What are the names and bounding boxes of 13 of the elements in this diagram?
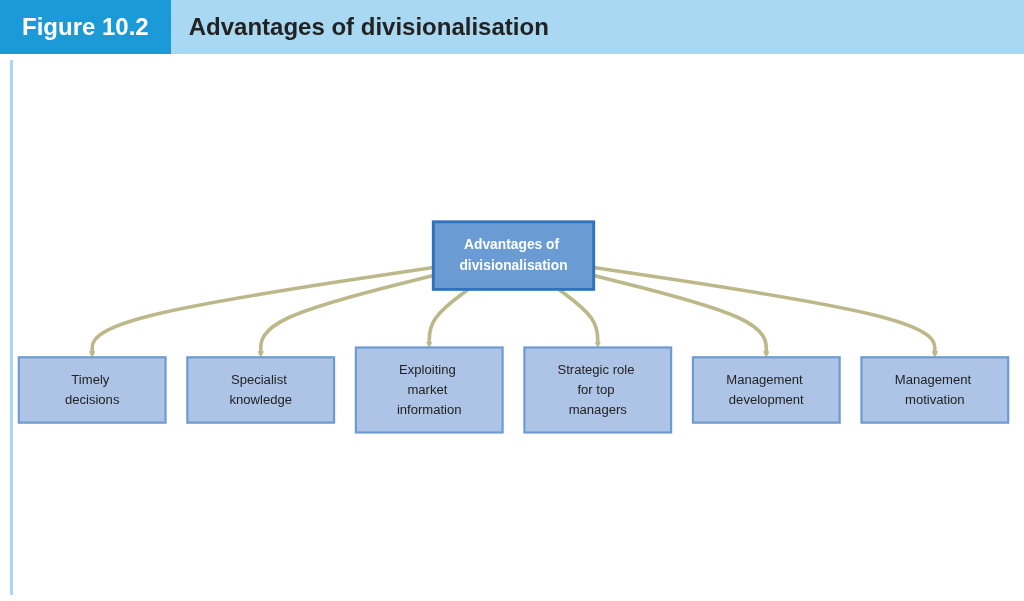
arrow (257, 274, 434, 358)
node-box: Exploiting market information (354, 346, 504, 434)
figure-number: Figure 10.2 (0, 0, 171, 54)
arrow (89, 266, 434, 358)
arrow (593, 266, 938, 358)
node-box: Specialist knowledge (186, 356, 336, 425)
node-box: Strategic role for top managers (523, 346, 673, 434)
node-box: Management motivation (860, 356, 1010, 425)
node-box: Management development (691, 356, 841, 425)
diagram-title: Advantages of divisionalisation (187, 12, 550, 42)
node-box: Advantages of divisionalisation (431, 220, 596, 292)
arrow (593, 274, 770, 358)
node-box: Timely decisions (17, 356, 167, 425)
